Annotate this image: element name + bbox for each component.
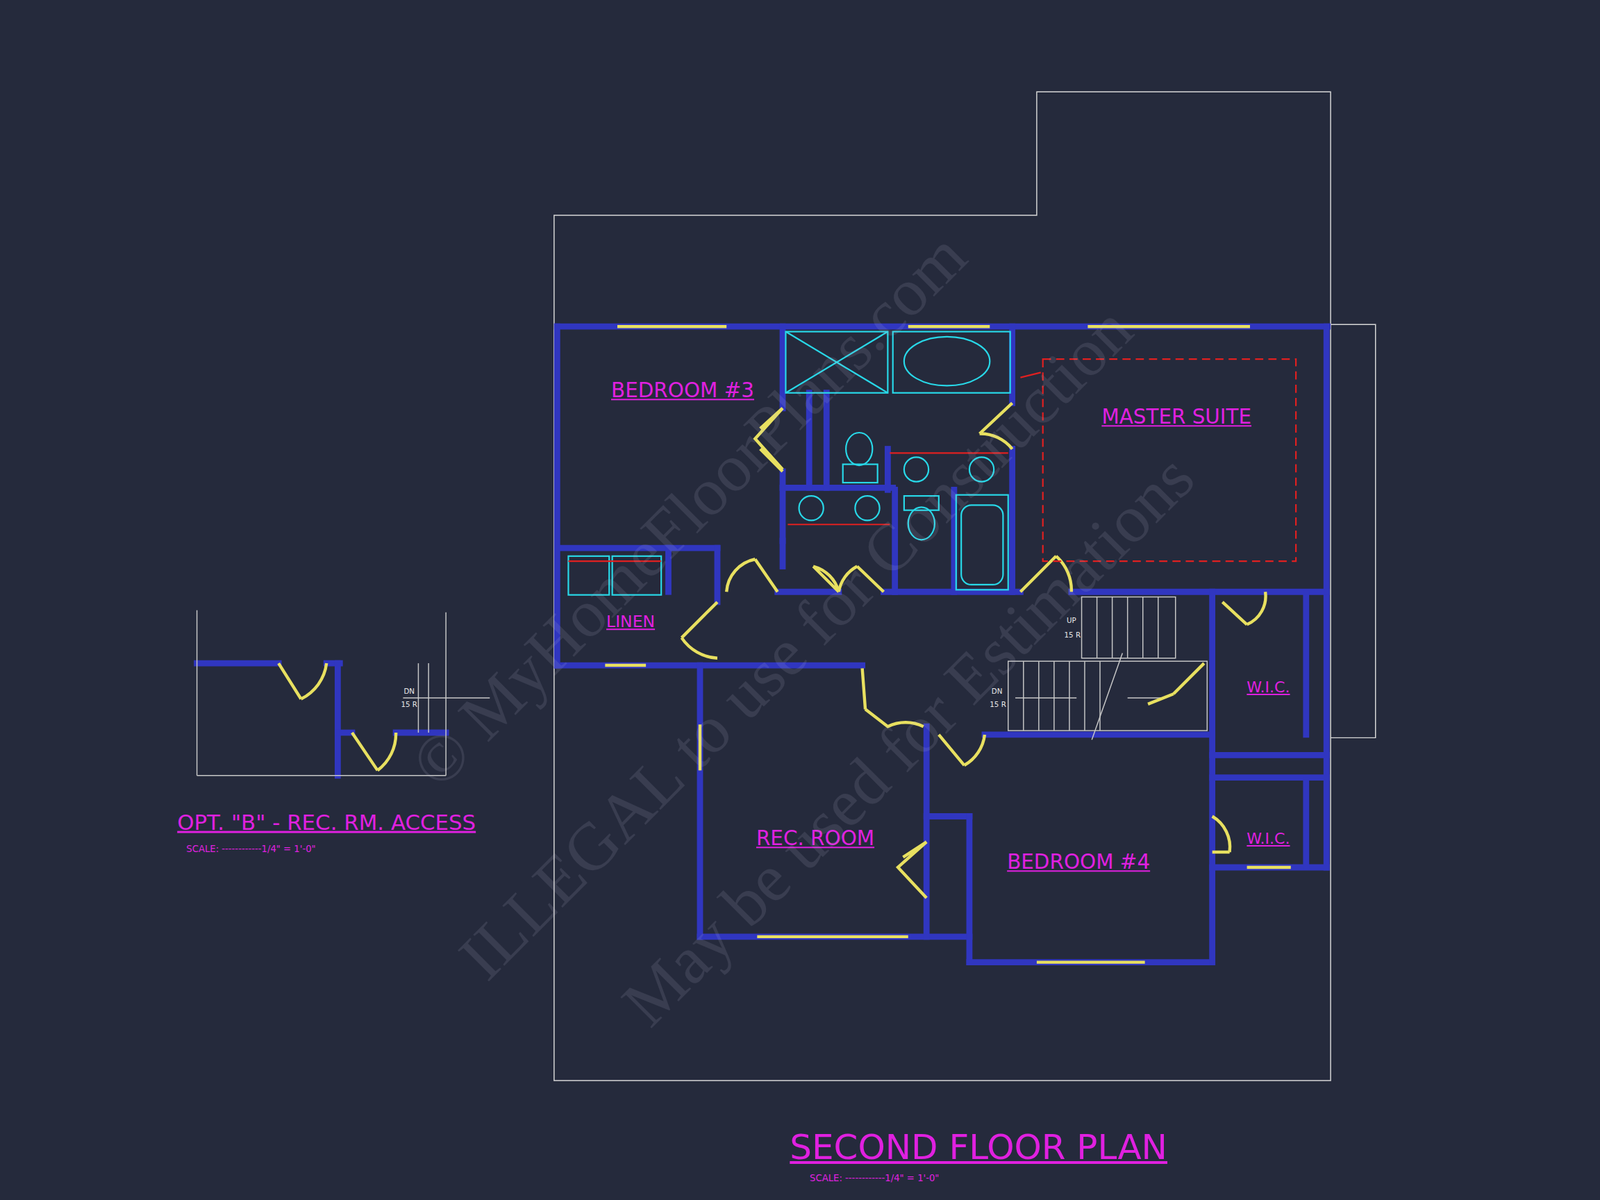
plan-title: SECOND FLOOR PLAN xyxy=(789,1130,1168,1166)
room-name: W.I.C. xyxy=(1246,831,1290,847)
detail-title: OPT. "B" - REC. RM. ACCESS xyxy=(177,811,476,834)
roof-outline xyxy=(554,91,1376,1081)
room-name: BEDROOM #3 xyxy=(611,380,755,401)
room-name: MASTER SUITE xyxy=(1101,406,1252,428)
room-name: BEDROOM #4 xyxy=(1006,852,1150,873)
stair-note: 15 R xyxy=(1064,631,1081,639)
room-name: W.I.C. xyxy=(1246,679,1290,696)
scale-note: SCALE: ------------1/4" = 1'-0" xyxy=(809,1174,939,1184)
stair-note: DN xyxy=(403,687,415,695)
stair-note: 15 R xyxy=(400,700,417,708)
scale-note: SCALE: ------------1/4" = 1'-0" xyxy=(186,844,316,854)
